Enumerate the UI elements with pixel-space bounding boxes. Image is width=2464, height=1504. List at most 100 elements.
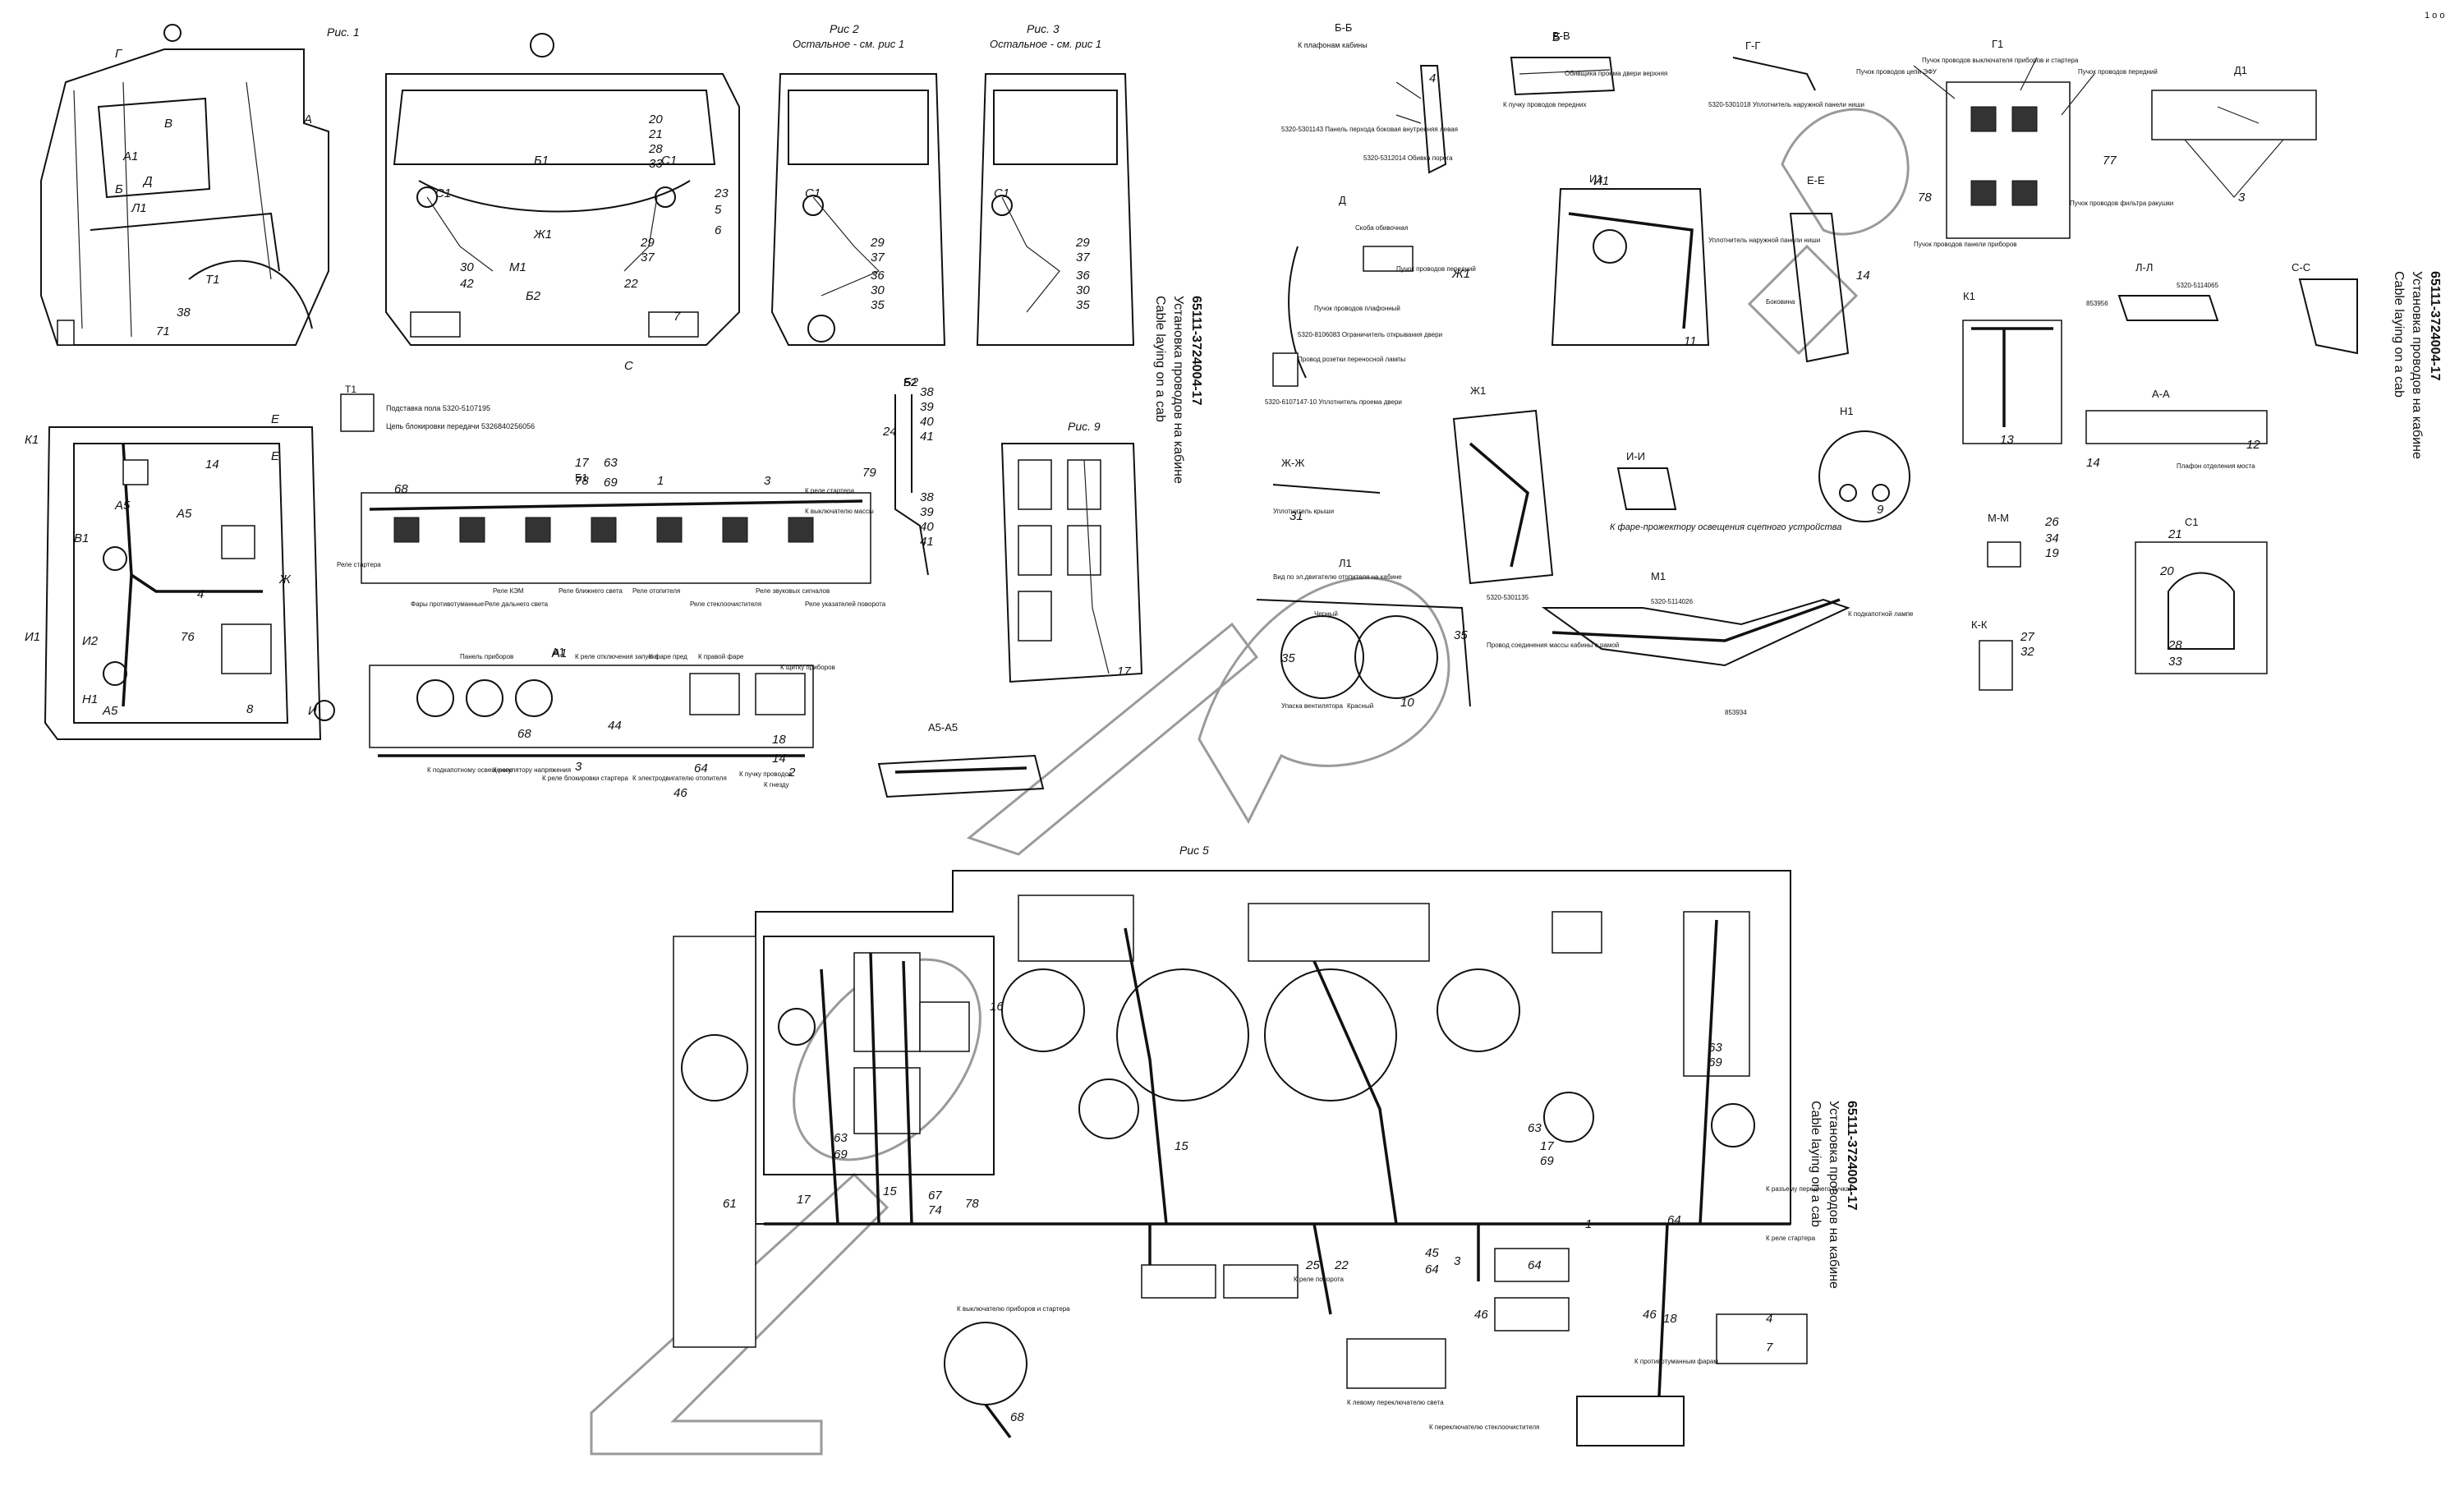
callout-right_panel-24: 10 — [1400, 696, 1414, 710]
zhzh-label: Ж-Ж — [1281, 457, 1304, 469]
callout-b2-1: 38 — [920, 385, 934, 399]
callout-fig5-5: 15 — [883, 1184, 897, 1198]
callout-fig5-18: 18 — [1663, 1312, 1677, 1326]
a1-note-7: К электродвигателю отопителя — [632, 775, 727, 782]
fig3-note: Остальное - см. рис 1 — [990, 38, 1101, 50]
callout-fig1b-6: 23 — [714, 186, 729, 200]
callout-fig3-4: 30 — [1076, 283, 1090, 297]
callout-fig5-19: 63 — [1708, 1041, 1722, 1055]
corner-marks: 1 o o — [2425, 11, 2444, 21]
callout-right_panel-14: 32 — [2020, 645, 2034, 659]
a1-instrument-panel: А1 Панель приборов К реле отключения зап… — [369, 646, 835, 789]
d-note1: Скоба обивочная — [1355, 224, 1408, 232]
n1-label: Н1 — [1840, 405, 1854, 417]
m1-note2: К подкапотной лампе — [1848, 610, 1914, 618]
doc-code-1: 65111-3724004-17 — [1189, 296, 1203, 406]
callout-right_panel-10: 26 — [2044, 515, 2059, 529]
callout-fig5-12: 45 — [1425, 1246, 1439, 1260]
vv-left: К пучку проводов передних — [1503, 101, 1587, 108]
callout-k1-1: 14 — [205, 458, 219, 471]
callout-fig1b-12: 30 — [460, 260, 474, 274]
fig9-title: Рис. 9 — [1068, 420, 1101, 433]
fig1-front-cab — [385, 33, 740, 346]
b1-note-8: Реле указателей поворота — [805, 600, 886, 608]
callout-fig1b-4: 33 — [649, 157, 663, 171]
callout-a1-6: 18 — [772, 733, 786, 747]
callout-fig1b-15: Б2 — [526, 289, 541, 303]
m1-label: М1 — [1651, 570, 1666, 582]
kk-section: К-К — [1971, 619, 2013, 691]
gg-part: 5320-5301018 Уплотнитель наружной панели… — [1708, 101, 1864, 108]
fig5-note-0: К выключателю приборов и стартера — [957, 1305, 1070, 1313]
k1r-label: К1 — [1963, 290, 1975, 302]
callout-fig5-10: 25 — [1305, 1258, 1320, 1272]
callout-fig1-5: Д — [142, 174, 153, 188]
b1-label: Б1 — [575, 471, 588, 484]
doc-title-en-3: Cable laying on a cab — [1809, 1101, 1823, 1227]
d-part1: 5320-8106083 Ограничитель открывания две… — [1298, 331, 1442, 338]
fig3-title: Рис. 3 — [1027, 22, 1060, 35]
vv-section: В-В Обивщика проема двери верхняя К пучк… — [1503, 30, 1667, 108]
callout-right_panel-2: И1 — [1593, 174, 1609, 188]
b1-note-4: Реле отопителя — [632, 587, 680, 595]
callout-fig5-1: 17 — [797, 1193, 811, 1207]
callout-right_panel-1: Б — [1552, 30, 1561, 44]
callout-b1-6: 3 — [764, 474, 771, 488]
zh1-section: Ж1 — [1452, 384, 1554, 585]
b2-label: Б2 — [903, 376, 917, 389]
callout-a1-3: 44 — [608, 719, 622, 733]
bb-part1: 5320-5301143 Панель перхода боковая внут… — [1281, 126, 1458, 133]
callout-a1-4: 64 — [694, 761, 708, 775]
l1-label: Л1 — [1339, 557, 1352, 569]
g1-note2: Пучок проводов выключателя приборов и ст… — [1922, 57, 2079, 64]
ll-part: 5320-5114065 — [2177, 282, 2219, 289]
g1-switch-block: Г1 Пучок проводов цепи ЭФУ Пучок проводо… — [1856, 38, 2173, 248]
callout-b1-5: 1 — [657, 474, 664, 488]
a1-note-3: К правой фаре — [698, 653, 744, 660]
a5-section: А5-А5 — [877, 721, 1045, 798]
callout-fig5-3: 69 — [834, 1148, 848, 1161]
callout-fig1-3: А1 — [122, 149, 138, 163]
d1-block: Д1 — [2151, 64, 2317, 198]
callout-right_panel-16: 20 — [2159, 564, 2174, 578]
callout-right_panel-7: 78 — [1918, 191, 1932, 205]
callout-fig5-15: 64 — [1528, 1258, 1542, 1272]
doc-title-en-1: Cable laying on a cab — [1153, 296, 1167, 422]
callout-b1-2: 17 — [575, 456, 589, 470]
callout-a1-7: 14 — [772, 752, 786, 766]
callout-fig1-0: Г — [115, 47, 123, 61]
callout-right_panel-15: 21 — [2167, 527, 2182, 541]
fig5-title: Рис 5 — [1179, 844, 1209, 857]
callout-b2-8: 40 — [920, 520, 934, 534]
g1-note3: Пучок проводов передний — [2078, 68, 2158, 76]
ii-label: И-И — [1626, 450, 1645, 462]
callout-fig2-5: 35 — [871, 298, 885, 312]
callout-fig1b-10: 29 — [640, 236, 655, 250]
callout-right_panel-0: 4 — [1429, 71, 1436, 85]
g1-note5: Пучок проводов панели приборов — [1914, 241, 2017, 248]
aa-section: А-А Плафон отделения моста — [2085, 388, 2268, 470]
d-note2: Пучок проводов передний — [1396, 265, 1476, 273]
ll-code: 853956 — [2086, 300, 2108, 307]
callout-fig1b-1: 20 — [648, 113, 663, 126]
b2-detail: Б2 — [894, 376, 929, 576]
callout-fig5-21: 63 — [1528, 1121, 1542, 1135]
callout-fig1b-16: 22 — [623, 277, 638, 291]
a1-note-4: К подкапотному освещению — [427, 766, 513, 774]
fig3-partial-cab — [976, 73, 1135, 346]
callout-fig1-4: Б — [115, 182, 123, 196]
ii-note: К фаре-прожектору освещения сцепного уст… — [1610, 522, 1841, 532]
ee-note2: Боковина — [1766, 298, 1795, 306]
fig5-note-6: К противотуманным фарам — [1634, 1358, 1718, 1365]
t1-label: Т1 — [345, 384, 356, 395]
fig2-note: Остальное - см. рис 1 — [793, 38, 904, 50]
callout-k1-7: И1 — [25, 630, 40, 644]
fig1-title: Рис. 1 — [327, 25, 360, 39]
callout-fig1-6: Л1 — [131, 201, 147, 215]
a1-note-5: К регулятору напряжения — [493, 766, 571, 774]
callout-fig5-20: 69 — [1708, 1056, 1722, 1069]
mm-label: М-М — [1988, 512, 2009, 524]
a1-note-8: К пучку проводов — [739, 770, 792, 778]
i1-section: И1 — [1551, 172, 1710, 346]
callout-b2-10: 17 — [1117, 665, 1131, 678]
